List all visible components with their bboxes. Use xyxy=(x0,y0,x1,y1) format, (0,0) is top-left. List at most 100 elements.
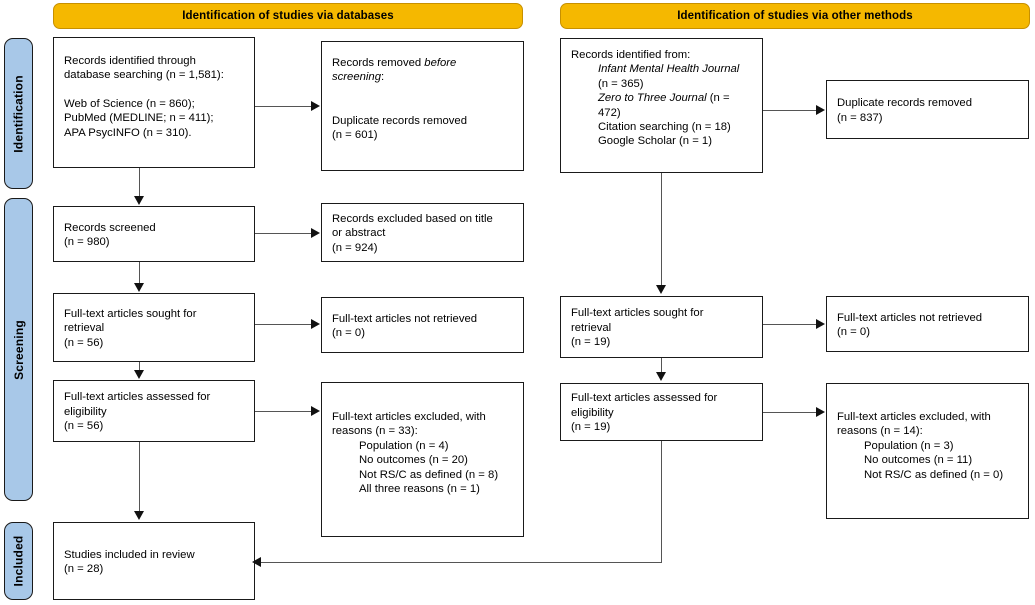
text-part: : xyxy=(380,71,385,84)
arrowhead-assessed-to-excluded xyxy=(311,406,320,416)
connector-om-sought-to-not-retrieved xyxy=(763,324,817,325)
text-line: Records excluded based on title xyxy=(332,212,493,225)
text-line: Full-text articles sought for xyxy=(571,307,704,320)
text-line: Records screened xyxy=(64,221,156,234)
arrowhead-om-assessed-to-included xyxy=(252,557,261,567)
text-line: (n = 0) xyxy=(332,327,365,339)
text-line: Duplicate records removed xyxy=(837,97,972,110)
arrowhead-om-assessed-to-excluded xyxy=(816,407,825,417)
source-item: Infant Mental Health Journal xyxy=(571,62,753,76)
text-line: Full-text articles assessed for xyxy=(571,392,718,405)
stage-tab-included: Included xyxy=(4,522,33,600)
text-line: (n = 19) xyxy=(571,336,611,349)
text-line: eligibility xyxy=(571,406,614,419)
stage-tab-label: Screening xyxy=(11,319,26,380)
text-line: Full-text articles not retrieved xyxy=(332,312,478,325)
box-fulltext-assessed-other-methods: Full-text articles assessed for eligibil… xyxy=(560,383,763,441)
text-part-italic: Infant Mental Health Journal xyxy=(598,63,740,76)
text-line: screening: xyxy=(332,70,514,84)
box-studies-included: Studies included in review (n = 28) xyxy=(53,522,255,600)
text-line: retrieval xyxy=(571,321,612,334)
connector-identified-to-screened xyxy=(139,168,140,197)
arrowhead-sought-to-not-retrieved xyxy=(311,319,320,329)
connector-sought-to-not-retrieved xyxy=(255,324,312,325)
text-line: Records removed before xyxy=(332,56,514,70)
arrowhead-sought-to-assessed xyxy=(134,370,144,379)
stage-tab-label: Included xyxy=(11,535,26,587)
text-part: (n = xyxy=(706,92,730,105)
text-line: (n = 980) xyxy=(64,236,110,248)
text-line: retrieval xyxy=(64,322,105,335)
text-line: Full-text articles excluded, with xyxy=(837,411,991,423)
text-line: Full-text articles not retrieved xyxy=(837,311,983,324)
stage-tab-label: Identification xyxy=(11,74,26,153)
source-item: Citation searching (n = 18) xyxy=(598,121,731,134)
box-fulltext-excluded-databases: Full-text articles excluded, with reason… xyxy=(321,382,524,537)
box-records-removed-before-screening: Records removed before screening: Duplic… xyxy=(321,41,524,171)
reason-item: No outcomes (n = 11) xyxy=(864,454,973,467)
text-line: database searching (n = 1,581): xyxy=(64,69,224,82)
connector-om-identified-to-duplicates xyxy=(763,110,817,111)
connector-sought-to-assessed xyxy=(139,362,140,372)
arrowhead-om-identified-to-duplicates xyxy=(816,105,825,115)
source-item: (n = 365) xyxy=(598,77,644,90)
box-fulltext-assessed-databases: Full-text articles assessed for eligibil… xyxy=(53,380,255,442)
text-part-italic: screening xyxy=(332,71,381,84)
reason-item: Not RS/C as defined (n = 8) xyxy=(359,468,499,481)
text-line: (n = 0) xyxy=(837,326,870,338)
banner-label: Identification of studies via other meth… xyxy=(677,10,913,22)
arrowhead-screened-to-excluded xyxy=(311,228,320,238)
arrowhead-identified-to-removed xyxy=(311,101,320,111)
text-line: Full-text articles sought for xyxy=(64,307,197,320)
stage-tab-screening: Screening xyxy=(4,198,33,501)
text-part: Records removed xyxy=(332,57,425,69)
connector-assessed-to-included xyxy=(139,442,140,512)
box-duplicates-removed-other-methods: Duplicate records removed (n = 837) xyxy=(826,80,1029,139)
reason-item: Population (n = 3) xyxy=(864,439,954,452)
arrowhead-assessed-to-included xyxy=(134,511,144,520)
connector-om-assessed-down xyxy=(661,441,662,562)
connector-assessed-to-excluded xyxy=(255,411,312,412)
text-line: (n = 837) xyxy=(837,111,883,124)
arrowhead-om-sought-to-not-retrieved xyxy=(816,319,825,329)
box-fulltext-not-retrieved-databases: Full-text articles not retrieved (n = 0) xyxy=(321,297,524,353)
reason-item: All three reasons (n = 1) xyxy=(359,483,480,496)
connector-screened-to-sought xyxy=(139,262,140,284)
stage-tab-identification: Identification xyxy=(4,38,33,189)
reason-item: Population (n = 4) xyxy=(359,439,449,452)
text-line: reasons (n = 14): xyxy=(837,425,923,438)
text-part-italic: before xyxy=(424,57,457,69)
box-fulltext-sought-other-methods: Full-text articles sought for retrieval … xyxy=(560,296,763,358)
box-records-identified-other-methods: Records identified from: Infant Mental H… xyxy=(560,38,763,173)
text-part-italic: Zero to Three Journal xyxy=(598,92,707,105)
text-line: PubMed (MEDLINE; n = 411); xyxy=(64,112,214,125)
banner-label: Identification of studies via databases xyxy=(182,10,394,22)
banner-identification-other-methods: Identification of studies via other meth… xyxy=(560,3,1030,29)
text-line: Records identified through xyxy=(64,55,196,67)
box-fulltext-sought-databases: Full-text articles sought for retrieval … xyxy=(53,293,255,362)
box-fulltext-excluded-other-methods: Full-text articles excluded, with reason… xyxy=(826,383,1029,519)
text-line: Full-text articles assessed for xyxy=(64,391,211,404)
text-line: Studies included in review xyxy=(64,548,195,561)
text-line: APA PsycINFO (n = 310). xyxy=(64,126,192,139)
text-line: (n = 924) xyxy=(332,241,378,254)
box-records-identified-databases: Records identified through database sear… xyxy=(53,37,255,168)
connector-om-identified-to-sought xyxy=(661,173,662,286)
text-line: Full-text articles excluded, with xyxy=(332,411,486,423)
reason-item: No outcomes (n = 20) xyxy=(359,454,468,467)
arrowhead-om-sought-to-assessed xyxy=(656,372,666,381)
banner-identification-databases: Identification of studies via databases xyxy=(53,3,523,29)
connector-om-sought-to-assessed xyxy=(661,358,662,373)
connector-om-assessed-to-included xyxy=(258,562,662,563)
connector-identified-to-removed xyxy=(255,106,312,107)
text-line: (n = 28) xyxy=(64,563,104,575)
box-records-screened: Records screened (n = 980) xyxy=(53,206,255,262)
text-line: or abstract xyxy=(332,227,386,240)
text-line: eligibility xyxy=(64,405,107,418)
spacer xyxy=(332,85,514,114)
source-item: Zero to Three Journal (n = xyxy=(571,91,753,105)
spacer xyxy=(64,83,245,97)
arrowhead-om-identified-to-sought xyxy=(656,285,666,294)
connector-screened-to-excluded xyxy=(255,233,312,234)
